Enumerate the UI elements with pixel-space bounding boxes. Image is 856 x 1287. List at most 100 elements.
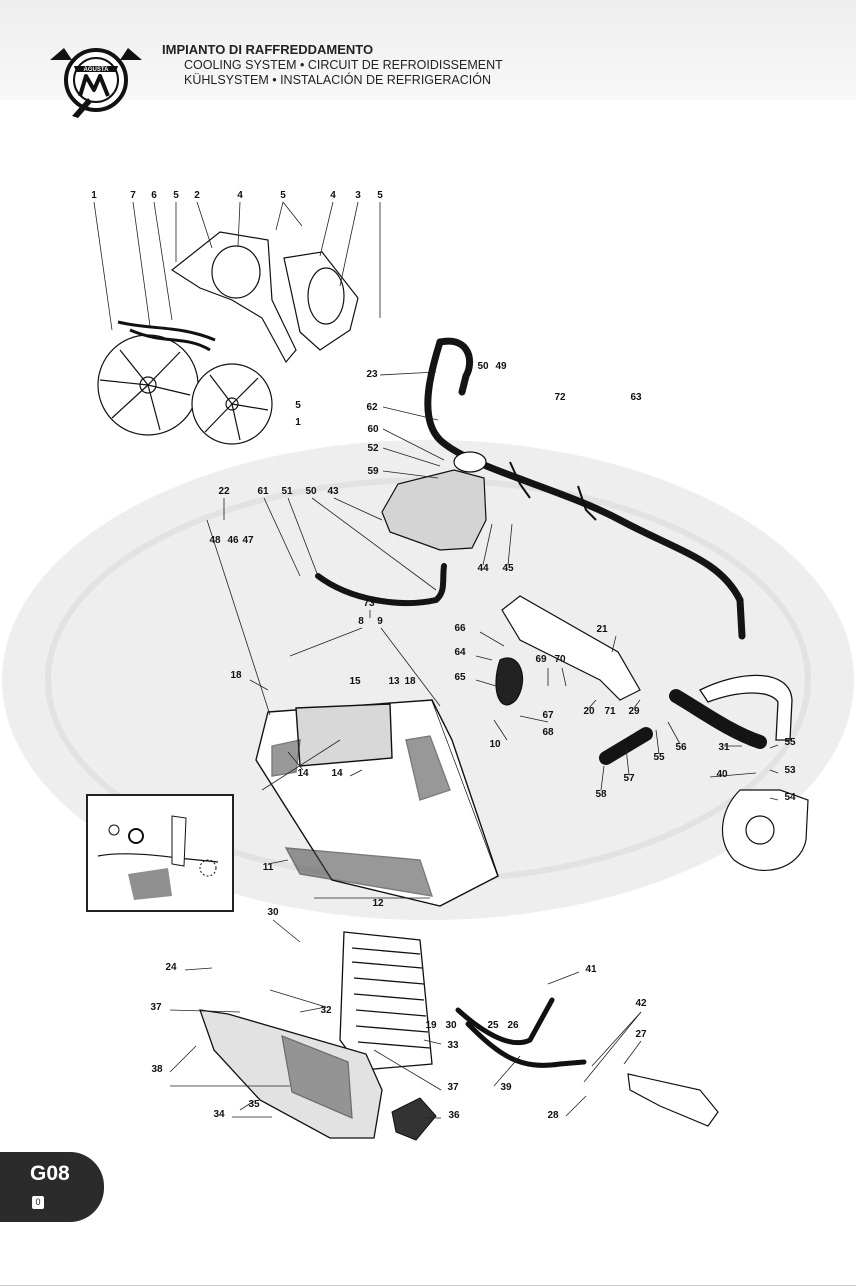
leader-line [709,772,757,778]
leader-line [633,699,641,709]
leader-line [382,406,439,421]
callout-41: 41 [585,964,597,975]
callout-18: 18 [404,676,416,687]
leader-line [493,1055,521,1087]
callout-24: 24 [165,962,177,973]
leader-line [153,201,173,321]
callout-29: 29 [628,706,640,717]
callout-57: 57 [623,773,635,784]
leader-line [583,1011,642,1083]
leader-line [287,751,304,771]
callout-50: 50 [477,361,489,372]
leader-line [299,1006,327,1013]
cooler-cover [199,1009,383,1139]
leader-line [382,470,439,479]
leader-line [196,201,213,249]
leader-line [479,631,505,647]
page-code: G08 [30,1162,70,1185]
lower-hoses [599,689,767,765]
callout-28: 28 [547,1110,559,1121]
callout-56: 56 [675,742,687,753]
leader-line [349,769,363,777]
leader-line [423,1039,442,1045]
leader-line [206,519,271,716]
callout-55: 55 [784,737,796,748]
callout-61: 61 [257,486,269,497]
callout-67: 67 [542,710,554,721]
brand-logo: AGUSTA [50,48,142,118]
callout-8: 8 [358,616,364,627]
leader-line [507,523,513,566]
callout-63: 63 [630,392,642,403]
callout-20: 20 [583,706,595,717]
callout-18: 18 [230,670,242,681]
callout-12: 12 [372,898,384,909]
leader-line [519,715,549,723]
callout-27: 27 [635,1029,647,1040]
callout-1: 1 [91,190,97,201]
callout-44: 44 [477,563,489,574]
callout-37: 37 [447,1082,459,1093]
callout-7: 7 [130,190,136,201]
callout-58: 58 [595,789,607,800]
leader-line [493,719,508,741]
callout-23: 23 [366,369,378,380]
callout-14: 14 [331,768,343,779]
leader-line [475,655,493,661]
header-band [0,0,856,100]
callout-26: 26 [507,1020,519,1031]
callout-34: 34 [213,1109,225,1120]
page-revision: 0 [32,1196,44,1209]
leader-line [261,739,341,791]
leader-line [373,1049,442,1091]
callout-32: 32 [320,1005,332,1016]
leader-line [282,201,303,227]
callout-13: 13 [388,676,400,687]
leader-line [547,971,580,985]
callout-9: 9 [377,616,383,627]
page-badge: G08 0 [0,1152,104,1222]
leader-line [611,635,617,653]
water-pump [721,789,809,871]
callout-38: 38 [151,1064,163,1075]
callout-37: 37 [150,1002,162,1013]
fan-assembly [97,334,273,445]
callout-4: 4 [237,190,243,201]
callout-65: 65 [454,672,466,683]
leader-line [169,1045,197,1073]
callout-71: 71 [604,706,616,717]
leader-line [600,765,605,791]
leader-line [132,201,151,327]
hose-clamps [509,461,597,521]
callout-62: 62 [366,402,378,413]
callout-52: 52 [367,443,379,454]
leader-line [319,201,334,257]
callout-5: 5 [280,190,286,201]
callout-19: 19 [425,1020,437,1031]
leader-line [769,797,779,801]
title-block: IMPIANTO DI RAFFREDDAMENTO COOLING SYSTE… [162,42,503,88]
callout-40: 40 [716,769,728,780]
callout-49: 49 [495,361,507,372]
overflow-hose [315,563,447,606]
callout-2: 2 [194,190,200,201]
leader-line [625,747,630,776]
callout-60: 60 [367,424,379,435]
callout-68: 68 [542,727,554,738]
cooler-bracket [627,1073,719,1127]
upper-hose [424,337,746,640]
page-subtitle-2: KÜHLSYSTEM • INSTALACIÓN DE REFRIGERACIÓ… [184,73,491,87]
leader-line [588,699,597,709]
callout-42: 42 [635,998,647,1009]
callout-46: 46 [227,535,239,546]
leader-line [655,729,660,755]
air-duct [391,1097,437,1141]
leader-line [272,919,301,943]
leader-line [769,744,779,749]
callout-43: 43 [327,486,339,497]
callout-47: 47 [242,535,254,546]
callout-36: 36 [448,1110,460,1121]
callout-45: 45 [502,563,514,574]
leader-line [379,371,437,376]
